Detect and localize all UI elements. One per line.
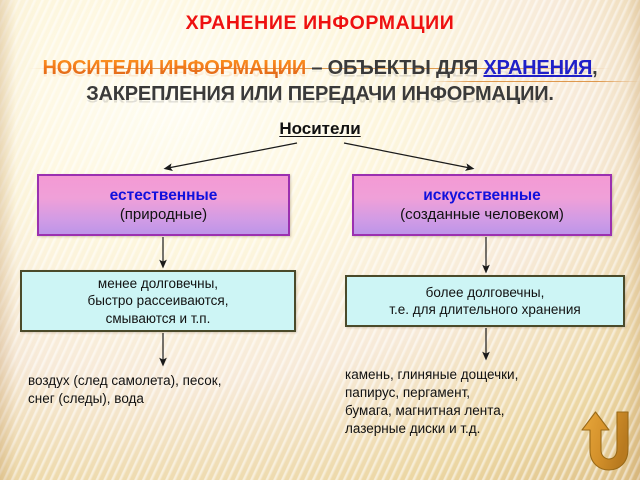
category-artificial-subtitle: (созданные человеком) bbox=[400, 206, 564, 223]
definition-lead: ОБЪЕКТЫ ДЛЯ bbox=[327, 57, 484, 79]
u-turn-up-arrow-icon bbox=[581, 411, 629, 471]
category-box-artificial: искусственные (созданные человеком) bbox=[352, 174, 612, 236]
definition-highlight: ХРАНЕНИЯ bbox=[483, 57, 593, 79]
definition-term: НОСИТЕЛИ ИНФОРМАЦИИ bbox=[42, 57, 306, 79]
definition-line-1: НОСИТЕЛИ ИНФОРМАЦИИ – ОБЪЕКТЫ ДЛЯ ХРАНЕН… bbox=[0, 55, 640, 81]
example-artificial-line: лазерные диски и т.д. bbox=[345, 421, 481, 436]
category-box-natural: естественные (природные) bbox=[37, 174, 290, 236]
example-artificial-line: папирус, пергамент, bbox=[345, 385, 471, 400]
category-artificial-title: искусственные bbox=[423, 187, 541, 204]
connector-root-to-artificial bbox=[343, 142, 475, 171]
category-natural-title: естественные bbox=[109, 187, 218, 204]
definition-block: НОСИТЕЛИ ИНФОРМАЦИИ – ОБЪЕКТЫ ДЛЯ ХРАНЕН… bbox=[0, 55, 640, 107]
category-natural-subtitle: (природные) bbox=[119, 206, 208, 223]
property-box-natural: менее долговечны, быстро рассеиваются, с… bbox=[20, 270, 296, 332]
definition-line-2: ЗАКРЕПЛЕНИЯ ИЛИ ПЕРЕДАЧИ ИНФОРМАЦИИ. ЗАК… bbox=[0, 81, 640, 107]
definition-dash: – bbox=[306, 57, 328, 79]
definition-comma: , bbox=[592, 57, 598, 79]
property-artificial-line: т.е. для длительного хранения bbox=[389, 302, 581, 317]
definition-hairline-right bbox=[430, 81, 640, 82]
diagram-root-node: Носители bbox=[0, 119, 640, 139]
property-natural-line: менее долговечны, bbox=[97, 275, 219, 291]
examples-natural: воздух (след самолета), песок, снег (сле… bbox=[28, 372, 328, 408]
property-box-artificial: более долговечны, т.е. для длительного х… bbox=[345, 275, 625, 327]
connector-root-to-natural bbox=[163, 142, 298, 171]
example-artificial-line: бумага, магнитная лента, bbox=[345, 403, 505, 418]
definition-line-2-text: ЗАКРЕПЛЕНИЯ ИЛИ ПЕРЕДАЧИ ИНФОРМАЦИИ. bbox=[86, 83, 554, 105]
page-title: ХРАНЕНИЕ ИНФОРМАЦИИ bbox=[185, 12, 455, 34]
diagram-root-label: Носители bbox=[279, 119, 361, 138]
property-artificial-line: более долговечны, bbox=[425, 284, 545, 300]
example-artificial-line: камень, глиняные дощечки, bbox=[345, 367, 519, 382]
example-natural-line: воздух (след самолета), песок, bbox=[28, 373, 222, 388]
example-natural-line: снег (следы), вода bbox=[28, 391, 144, 406]
property-natural-line: смываются и т.п. bbox=[105, 310, 211, 326]
examples-artificial: камень, глиняные дощечки, папирус, перга… bbox=[345, 366, 635, 438]
property-natural-line: быстро рассеиваются, bbox=[87, 293, 229, 309]
definition-hairline-top bbox=[28, 68, 612, 69]
